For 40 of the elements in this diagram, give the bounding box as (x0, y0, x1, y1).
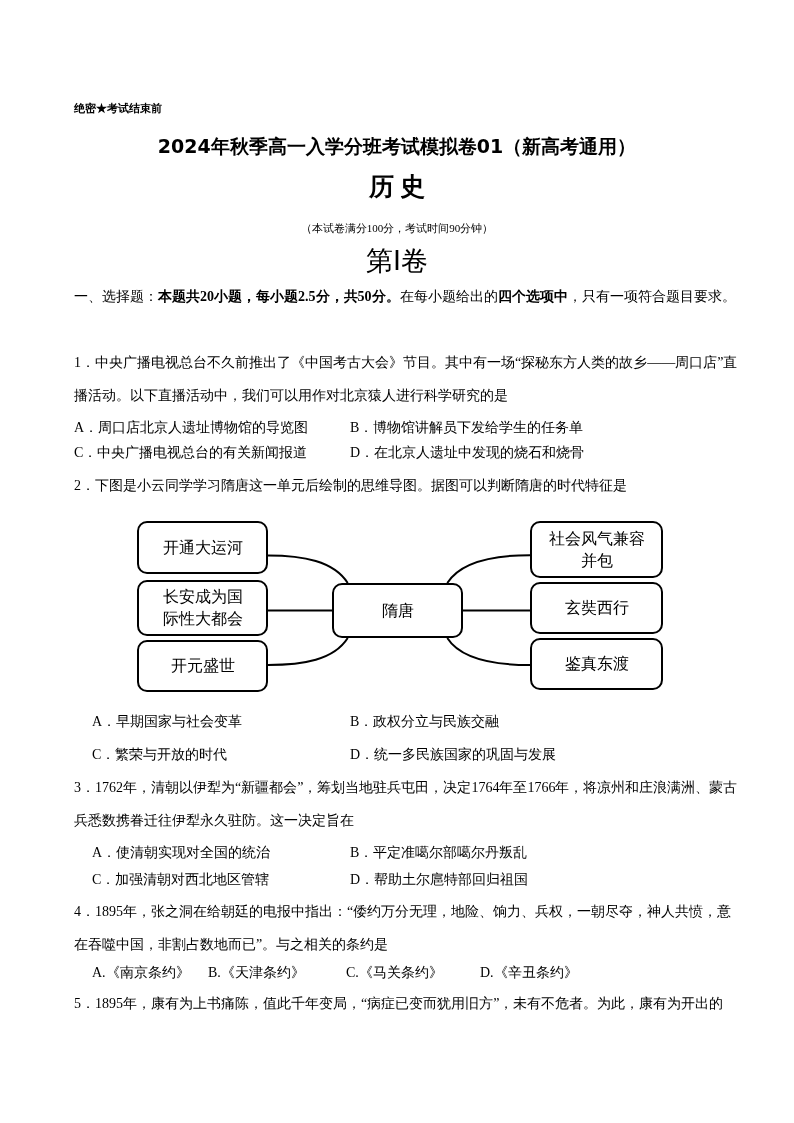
connector-line (267, 609, 333, 612)
instruction-text: 一、选择题：本题共20小题，每小题2.5分，共50分。在每小题给出的四个选项中，只有一项符合题目要求。 (74, 288, 737, 306)
answer-option: C．加强清朝对西北地区管辖 (92, 870, 270, 890)
answer-option: C.《马关条约》 (346, 963, 443, 983)
section-heading: 第Ⅰ卷 (365, 245, 429, 278)
answer-option: B．博物馆讲解员下发给学生的任务单 (350, 418, 584, 438)
topic-box: 社会风气兼容并包 (530, 521, 663, 578)
question-text: 5．1895年，康有为上书痛陈，值此千年变局，“病症已变而犹用旧方”，未有不危者。为此，康有为开出的 (74, 995, 724, 1013)
answer-option: D．帮助土尔扈特部回归祖国 (350, 870, 529, 890)
answer-option: D.《辛丑条约》 (480, 963, 578, 983)
answer-option: B.《天津条约》 (208, 963, 305, 983)
answer-option: B．政权分立与民族交融 (350, 712, 500, 732)
answer-option: A．早期国家与社会变革 (92, 712, 243, 732)
central-topic-box: 隋唐 (332, 583, 463, 638)
connector-line (446, 554, 531, 584)
answer-option: D．在北京人遗址中发现的烧石和烧骨 (350, 443, 585, 463)
connector-line (267, 637, 349, 666)
page-title: 2024年秋季高一入学分班考试模拟卷01（新高考通用） (156, 134, 638, 159)
answer-option: D．统一多民族国家的巩固与发展 (350, 745, 557, 765)
question-text: 2．下图是小云同学学习隋唐这一单元后绘制的思维导图。据图可以判断隋唐的时代特征是 (74, 477, 627, 495)
topic-box: 鉴真东渡 (530, 638, 663, 690)
answer-option: C．中央广播电视总台的有关新闻报道 (74, 443, 308, 463)
answer-option: A．周口店北京人遗址博物馆的导览图 (74, 418, 309, 438)
topic-box: 开通大运河 (137, 521, 268, 574)
question-text: 3．1762年，清朝以伊犁为“新疆都会”，筹划当地驻兵屯田，决定1764年至1766年，将凉州和庄浪满洲、蒙古兵悉数携眷迁往伊犁永久驻防。这一决定旨在 (74, 779, 738, 830)
topic-box: 开元盛世 (137, 640, 268, 692)
topic-box: 长安成为国际性大都会 (137, 580, 268, 636)
header-note: 绝密★考试结束前 (74, 101, 162, 116)
question-text: 4．1895年，张之洞在给朝廷的电报中指出：“倭约万分无理，地险、饷力、兵权，一朝尽夺，神人共愤，意在吞噬中国，非割占数地而已”。与之相关的条约是 (74, 903, 733, 954)
subject-heading: 历 史 (367, 172, 427, 202)
answer-option: A．使清朝实现对全国的统治 (92, 843, 271, 863)
connector-line (462, 609, 531, 612)
question-text: 1．中央广播电视总台不久前推出了《中国考古大会》节目。其中有一场“探秘东方人类的故乡——周口店”直播活动。以下直播活动中，我们可以用作对北京猿人进行科学研究的是 (74, 354, 738, 405)
answer-option: A.《南京条约》 (92, 963, 190, 983)
exam-note: （本试卷满分100分，考试时间90分钟） (299, 221, 495, 236)
connector-line (446, 637, 531, 667)
topic-box: 玄奘西行 (530, 582, 663, 634)
answer-option: C．繁荣与开放的时代 (92, 745, 228, 765)
answer-option: B．平定准噶尔部噶尔丹叛乱 (350, 843, 528, 863)
connector-line (267, 554, 349, 584)
